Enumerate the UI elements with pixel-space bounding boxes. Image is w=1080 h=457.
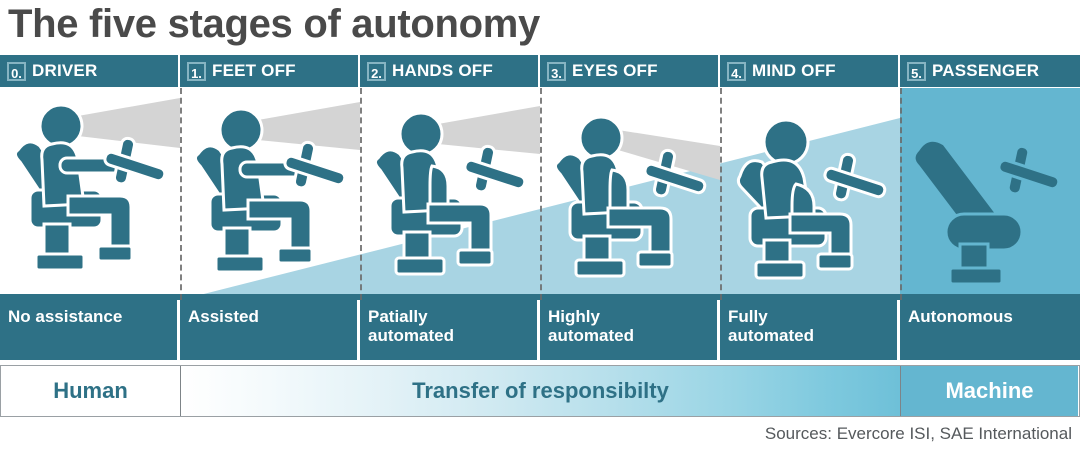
responsibility-machine-cell: Machine — [900, 366, 1078, 416]
responsibility-bar: Human Transfer of responsibilty Machine — [0, 365, 1080, 417]
stage-description-cell-5: Autonomous — [900, 300, 1080, 360]
figure-empty-seat-5 — [912, 138, 1061, 286]
stage-name-1: FEET OFF — [212, 61, 296, 80]
gaze-cone-0 — [78, 98, 180, 148]
gaze-cone-1 — [258, 102, 360, 150]
stage-number-1: 1. — [187, 61, 206, 81]
stage-name-2: HANDS OFF — [392, 61, 493, 80]
stage-header-5: 5. PASSENGER — [900, 55, 1080, 87]
stage-number-4: 4. — [727, 61, 746, 81]
stage-description-5: Autonomous — [908, 307, 1013, 326]
head-4 — [762, 118, 810, 166]
stage-description-row: No assistance Assisted Patially automate… — [0, 300, 1080, 360]
steering-wheel-1 — [283, 154, 347, 187]
steering-wheel-4 — [823, 166, 887, 199]
stage-header-2: 2. HANDS OFF — [360, 55, 540, 87]
seat-foot-4 — [754, 260, 806, 280]
responsibility-human-label: Human — [53, 378, 128, 403]
stage-header-3: 3. EYES OFF — [540, 55, 720, 87]
stage-description-cell-1: Assisted — [180, 300, 360, 360]
stage-name-4: MIND OFF — [752, 61, 836, 80]
sources-note: Sources: Evercore ISI, SAE International — [764, 424, 1072, 443]
gaze-cone-2 — [438, 106, 540, 154]
illustration-stage — [0, 88, 1080, 300]
stage-description-cell-0: No assistance — [0, 300, 180, 360]
legs-0 — [66, 194, 133, 261]
stage-description-3: Highly automated — [548, 307, 634, 345]
responsibility-transfer-label: Transfer of responsibilty — [412, 378, 669, 403]
foot-1 — [276, 246, 314, 265]
steering-wheel-0 — [103, 150, 167, 183]
seat-foot-1 — [214, 254, 266, 274]
figure-driver-4 — [736, 118, 887, 280]
responsibility-human-cell: Human — [1, 366, 181, 416]
figure-driver-0 — [13, 98, 180, 272]
responsibility-transfer-cell: Transfer of responsibilty — [181, 366, 900, 416]
stage-number-0: 0. — [7, 61, 26, 81]
stage-number-2: 2. — [367, 61, 386, 81]
stage-header-4: 4. MIND OFF — [720, 55, 900, 87]
seat-foot-0 — [34, 252, 86, 272]
panel-divider-3 — [540, 88, 542, 300]
stage-description-1: Assisted — [188, 307, 259, 326]
head-3 — [578, 115, 624, 161]
head-1 — [218, 107, 264, 153]
steering-wheel-3 — [643, 162, 707, 195]
stage-header-row: 0. DRIVER 1. FEET OFF 2. HANDS OFF 3. EY… — [0, 55, 1080, 87]
figure-driver-2 — [373, 106, 540, 276]
stage-description-0: No assistance — [8, 307, 123, 326]
stage-header-1: 1. FEET OFF — [180, 55, 360, 87]
seat-foot-3 — [574, 258, 626, 278]
stage-description-cell-2: Patially automated — [360, 300, 540, 360]
page-title: The five stages of autonomy — [8, 2, 540, 46]
panel-divider-5 — [900, 88, 902, 300]
foot-4 — [816, 252, 854, 271]
machine-panel-background — [900, 88, 1080, 300]
figure-driver-3 — [553, 115, 720, 278]
stage-name-5: PASSENGER — [932, 61, 1040, 80]
steering-wheel-5 — [997, 158, 1061, 191]
arm-down-2 — [428, 164, 450, 210]
steering-wheel-2 — [463, 158, 527, 191]
foot-3 — [636, 250, 674, 269]
head-0 — [38, 103, 84, 149]
stage-number-3: 3. — [547, 61, 566, 81]
stage-header-0: 0. DRIVER — [0, 55, 180, 87]
seat-foot-5 — [948, 266, 1004, 286]
stage-description-cell-4: Fully automated — [720, 300, 900, 360]
arm-down-3 — [608, 168, 630, 214]
stage-name-3: EYES OFF — [572, 61, 658, 80]
stage-description-2: Patially automated — [368, 307, 454, 345]
figure-driver-1 — [193, 102, 360, 274]
stage-description-cell-3: Highly automated — [540, 300, 720, 360]
stage-number-5: 5. — [907, 61, 926, 81]
seat-foot-2 — [394, 256, 446, 276]
responsibility-machine-label: Machine — [945, 378, 1034, 403]
foot-0 — [96, 244, 134, 263]
stage-name-0: DRIVER — [32, 61, 98, 80]
panel-divider-4 — [720, 88, 722, 300]
head-2 — [398, 111, 444, 157]
foot-2 — [456, 248, 494, 267]
panel-divider-2 — [360, 88, 362, 300]
panel-divider-1 — [180, 88, 182, 300]
stage-description-4: Fully automated — [728, 307, 814, 345]
